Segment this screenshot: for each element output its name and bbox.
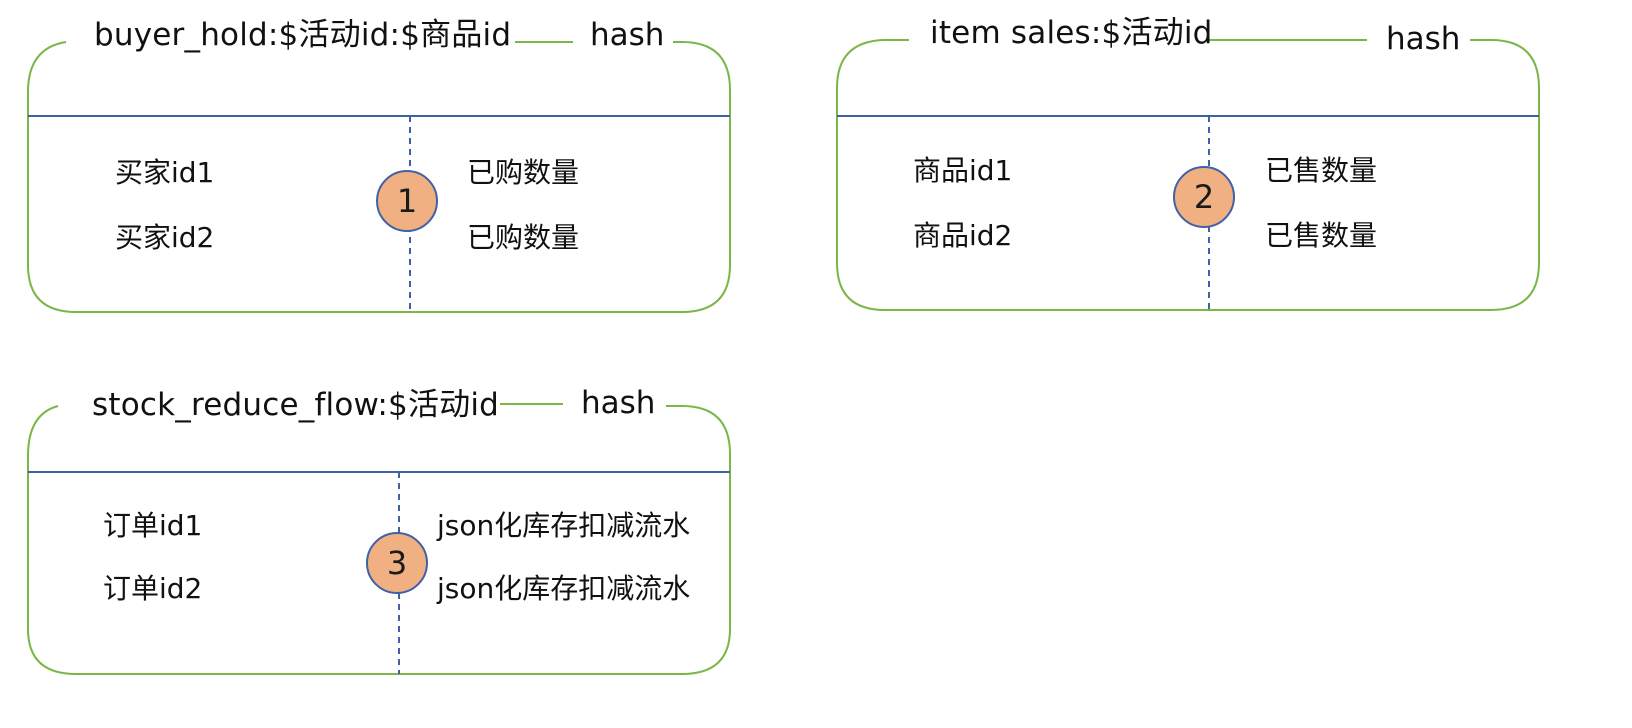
field-value: 已售数量 [1265, 219, 1378, 252]
field-value: 已购数量 [467, 221, 580, 254]
key-name: stock_reduce_flow:$活动id [92, 387, 500, 423]
key-name: buyer_hold:$活动id:$商品id [94, 17, 512, 53]
field-key: 订单id2 [103, 572, 203, 605]
field-key: 商品id2 [913, 219, 1013, 252]
step-badge: 2 [1173, 166, 1235, 228]
item-sales-hash-box: item sales:$活动id hash 商品id1 商品id2 已售数量 已… [836, 15, 1541, 313]
field-value: 已购数量 [467, 156, 580, 189]
field-value: json化库存扣减流水 [437, 572, 691, 605]
box-frame [836, 39, 1540, 311]
field-key: 商品id1 [913, 154, 1013, 187]
field-key: 买家id2 [115, 221, 215, 254]
field-key: 订单id1 [103, 509, 203, 542]
field-value: 已售数量 [1265, 154, 1378, 187]
data-type-label: hash [581, 385, 656, 421]
data-type-label: hash [590, 17, 665, 53]
step-badge: 1 [376, 170, 438, 232]
field-key: 买家id1 [115, 156, 215, 189]
box-frame [27, 41, 731, 313]
field-value: json化库存扣减流水 [437, 509, 691, 542]
buyer-hold-hash-box: buyer_hold:$活动id:$商品id hash 买家id1 买家id2 … [27, 17, 732, 315]
key-name: item sales:$活动id [930, 15, 1213, 51]
data-type-label: hash [1386, 21, 1461, 57]
step-badge: 3 [366, 532, 428, 594]
stock-reduce-flow-hash-box: stock_reduce_flow:$活动id hash 订单id1 订单id2… [27, 384, 732, 679]
